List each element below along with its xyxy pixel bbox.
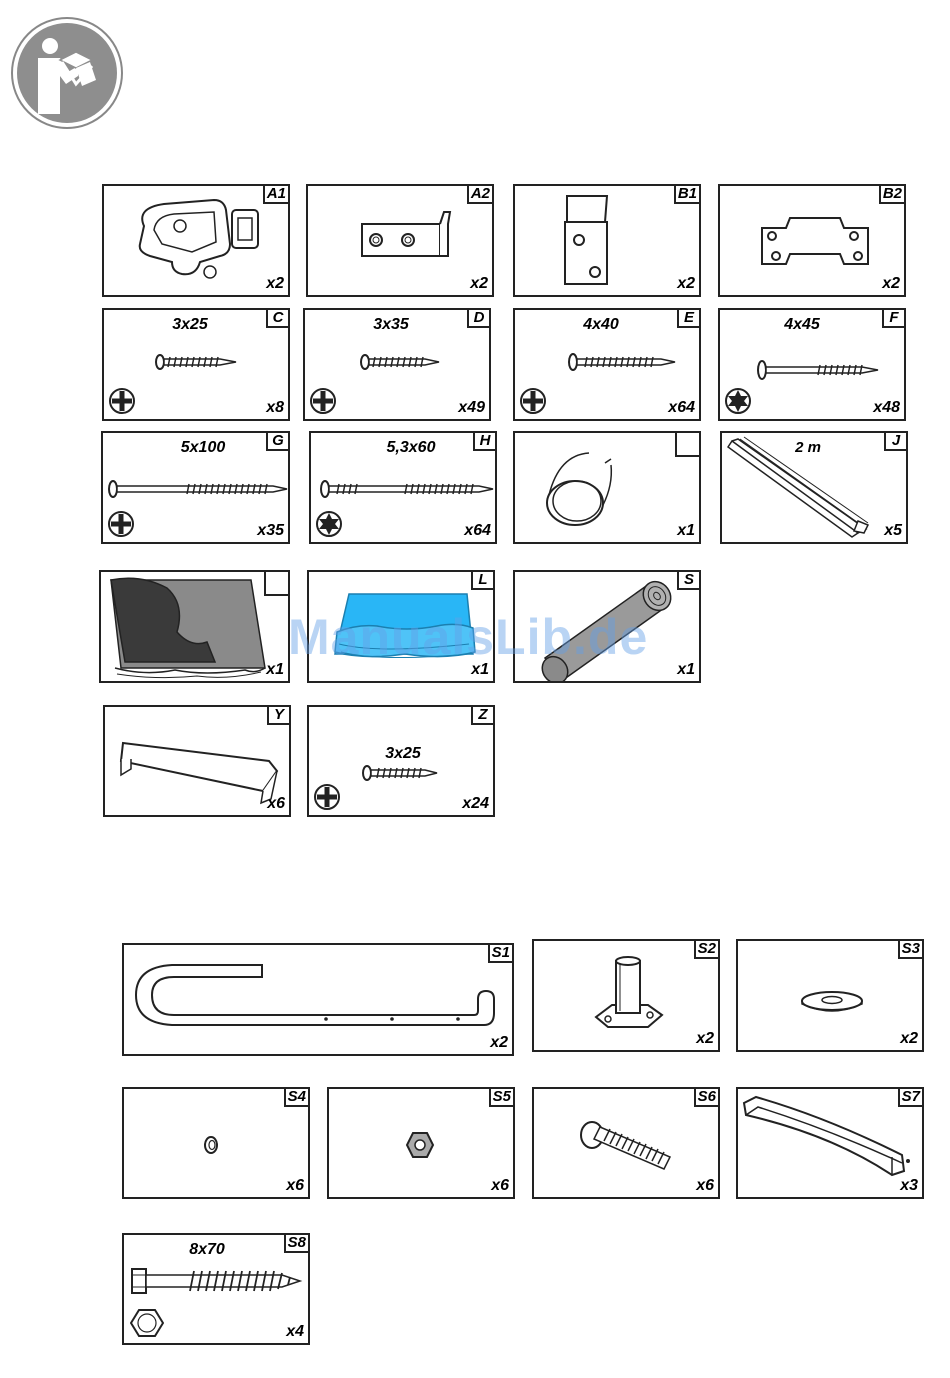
- part-A2: A2 x2: [306, 184, 494, 297]
- part-G: 5x100 G x35: [101, 431, 290, 544]
- part-S7: S7 x3: [736, 1087, 924, 1199]
- part-label: [675, 431, 701, 457]
- post-socket-icon: [534, 941, 718, 1050]
- part-label: H: [473, 431, 497, 451]
- hex-nut-icon: [329, 1089, 513, 1197]
- part-quantity: x2: [677, 275, 695, 293]
- part-quantity: x5: [884, 522, 902, 540]
- part-label: S8: [284, 1233, 310, 1253]
- part-B2: B2 x2: [718, 184, 906, 297]
- part-quantity: x2: [882, 275, 900, 293]
- part-quantity: x2: [266, 275, 284, 293]
- part-label: S5: [489, 1087, 515, 1107]
- part-quantity: x2: [470, 275, 488, 293]
- washer-icon: [738, 941, 922, 1050]
- part-label: B1: [674, 184, 701, 204]
- curved-strut-icon: [738, 1089, 922, 1197]
- omega-bracket-icon: [720, 186, 904, 295]
- part-quantity: x64: [668, 399, 695, 417]
- phillips-drive-icon: [309, 387, 337, 415]
- watermark: ManualsLib.de: [288, 608, 648, 666]
- part-label: A1: [263, 184, 290, 204]
- part-quantity: x2: [696, 1030, 714, 1048]
- part-Y: Y x6: [103, 705, 291, 817]
- channel-bracket-icon: [105, 707, 289, 815]
- part-quantity: x35: [257, 522, 284, 540]
- part-quantity: x6: [286, 1177, 304, 1195]
- part-label: S4: [284, 1087, 310, 1107]
- part-label: S: [677, 570, 701, 590]
- flat-bracket-icon: [515, 186, 699, 295]
- part-label: C: [266, 308, 290, 328]
- part-S3: S3 x2: [736, 939, 924, 1052]
- part-S2: S2 x2: [532, 939, 720, 1052]
- part-Z: 3x25 Z x24: [307, 705, 495, 817]
- part-quantity: x3: [900, 1177, 918, 1195]
- part-quantity: x2: [490, 1034, 508, 1052]
- part-label: S7: [898, 1087, 924, 1107]
- part-tarp: x1: [99, 570, 290, 683]
- part-quantity: x64: [464, 522, 491, 540]
- part-label: S6: [694, 1087, 720, 1107]
- part-quantity: x49: [458, 399, 485, 417]
- part-quantity: x1: [677, 661, 695, 679]
- tarp-sheet-icon: [101, 572, 288, 681]
- part-D: 3x35 D x49: [303, 308, 491, 421]
- part-C: 3x25 C x8: [102, 308, 290, 421]
- angle-plate-icon: [308, 186, 492, 295]
- part-label: S3: [898, 939, 924, 959]
- part-quantity: x24: [462, 795, 489, 813]
- part-quantity: x4: [286, 1323, 304, 1341]
- part-A1: A1 x2: [102, 184, 290, 297]
- part-quantity: x2: [900, 1030, 918, 1048]
- part-label: Z: [471, 705, 495, 725]
- phillips-drive-icon: [313, 783, 341, 811]
- carriage-bolt-icon: [534, 1089, 718, 1197]
- part-S6: S6 x6: [532, 1087, 720, 1199]
- part-quantity: x6: [696, 1177, 714, 1195]
- part-label: S2: [694, 939, 720, 959]
- rail-profile-icon: [722, 433, 906, 542]
- part-F: 4x45 F x48: [718, 308, 906, 421]
- torx-drive-icon: [315, 510, 343, 538]
- part-quantity: x8: [266, 399, 284, 417]
- part-label: S1: [488, 943, 514, 963]
- part-quantity: x6: [491, 1177, 509, 1195]
- phillips-drive-icon: [107, 510, 135, 538]
- part-quantity: x48: [873, 399, 900, 417]
- part-label: Y: [267, 705, 291, 725]
- part-S5: S5 x6: [327, 1087, 515, 1199]
- hook-rod-icon: [124, 945, 512, 1054]
- part-H: 5,3x60 H x64: [309, 431, 497, 544]
- part-label: B2: [879, 184, 906, 204]
- part-E: 4x40 E x64: [513, 308, 701, 421]
- part-label: F: [882, 308, 906, 328]
- part-quantity: x1: [677, 522, 695, 540]
- wire-coil-icon: [515, 433, 699, 542]
- part-quantity: x1: [266, 661, 284, 679]
- small-washer-icon: [124, 1089, 308, 1197]
- part-label: G: [266, 431, 290, 451]
- phillips-drive-icon: [108, 387, 136, 415]
- part-S4: S4 x6: [122, 1087, 310, 1199]
- phillips-drive-icon: [519, 387, 547, 415]
- part-J: 2 m J x5: [720, 431, 908, 544]
- part-label: J: [884, 431, 908, 451]
- part-S8: 8x70 S8 x4: [122, 1233, 310, 1345]
- part-label: [264, 570, 290, 596]
- part-label: A2: [467, 184, 494, 204]
- part-label: L: [471, 570, 495, 590]
- read-manual-icon: [10, 16, 124, 130]
- part-label: D: [467, 308, 491, 328]
- part-B1: B1 x2: [513, 184, 701, 297]
- hex-head-icon: [130, 1307, 164, 1339]
- latch-bracket-icon: [104, 186, 288, 295]
- part-quantity: x6: [267, 795, 285, 813]
- part-wire: x1: [513, 431, 701, 544]
- part-S1: S1 x2: [122, 943, 514, 1056]
- torx-drive-icon: [724, 387, 752, 415]
- part-label: E: [677, 308, 701, 328]
